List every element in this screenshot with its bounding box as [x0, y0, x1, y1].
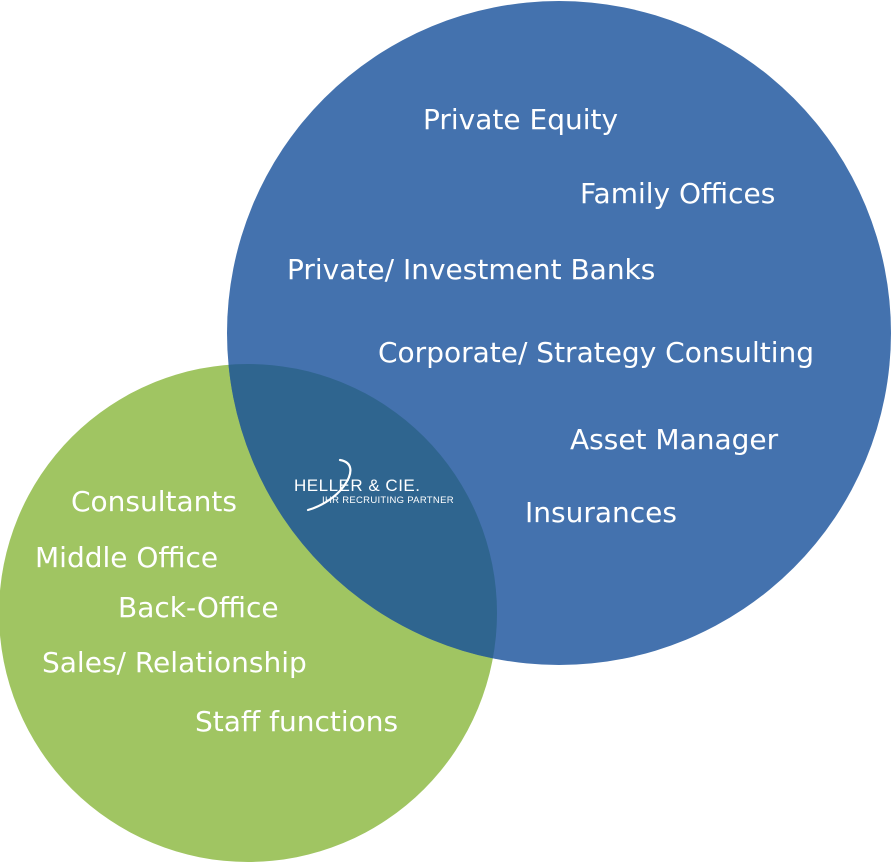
green-item-back-office: Back-Office — [118, 591, 279, 624]
blue-item-family-offices: Family Offices — [580, 177, 775, 210]
green-item-middle-office: Middle Office — [35, 541, 218, 574]
green-item-staff-functions: Staff functions — [195, 705, 398, 738]
blue-item-corporate-strategy-consulting: Corporate/ Strategy Consulting — [378, 336, 814, 369]
green-item-consultants: Consultants — [71, 485, 237, 518]
company-logo: HELLER & CIE. IHR RECRUITING PARTNER — [294, 458, 454, 512]
logo-swoosh-icon — [306, 458, 352, 512]
logo-tagline: IHR RECRUITING PARTNER — [322, 495, 454, 506]
blue-item-private-equity: Private Equity — [423, 103, 618, 136]
green-item-sales-relationship: Sales/ Relationship — [42, 646, 307, 679]
blue-item-insurances: Insurances — [525, 496, 677, 529]
logo-name: HELLER & CIE. — [294, 476, 421, 495]
blue-item-asset-manager: Asset Manager — [570, 423, 779, 456]
overlap-region — [227, 364, 497, 665]
blue-item-private-investment-banks: Private/ Investment Banks — [287, 253, 655, 286]
